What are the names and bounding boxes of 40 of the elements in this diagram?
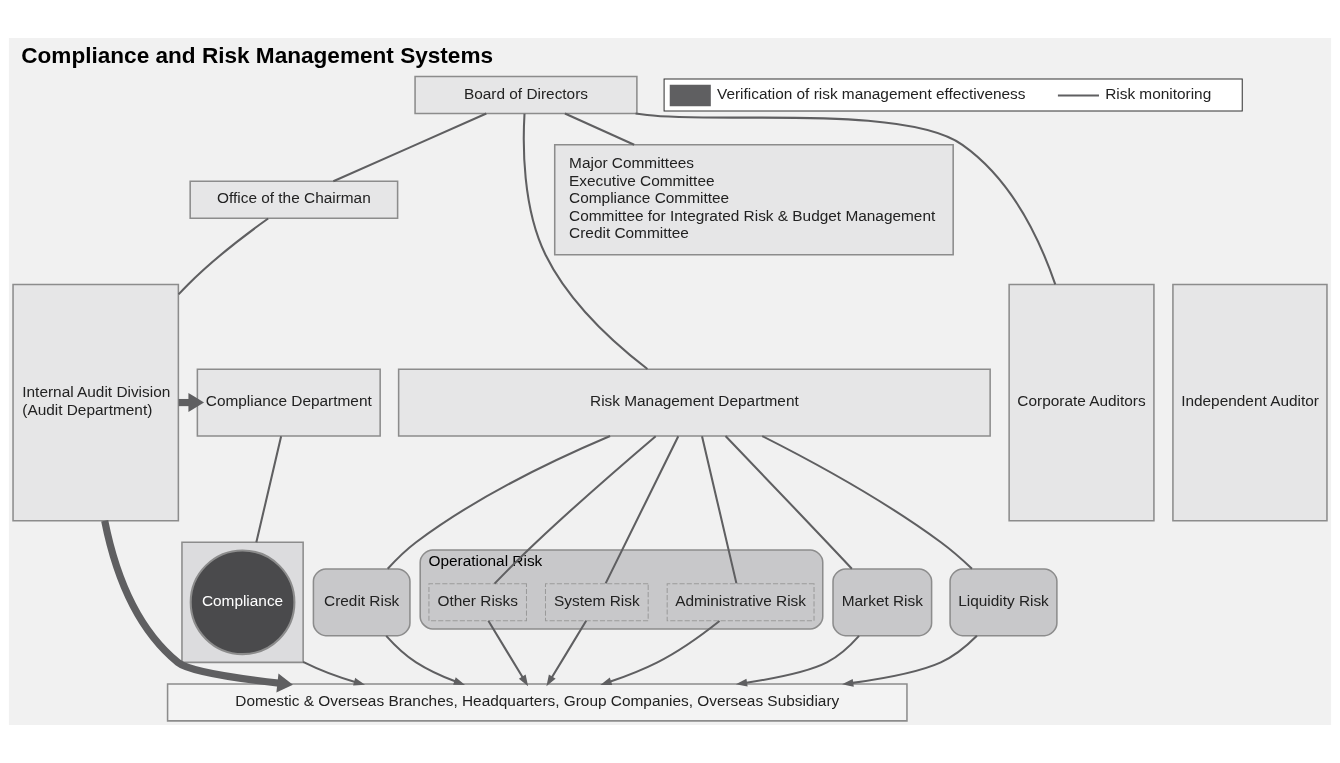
legend-label: Verification of risk management effectiveness xyxy=(716,85,1026,103)
connector xyxy=(635,112,1057,285)
node-box: Office of the Chairman xyxy=(189,180,399,219)
node-circle: Compliance xyxy=(189,549,296,656)
connector xyxy=(564,112,635,146)
cluster xyxy=(181,541,304,664)
connector xyxy=(701,436,738,584)
arrow xyxy=(842,635,978,687)
arrow xyxy=(735,635,860,687)
node-box: System Risk xyxy=(544,583,649,622)
connector xyxy=(332,112,487,183)
node-box: Market Risk xyxy=(832,568,933,637)
connector xyxy=(761,435,973,570)
connector xyxy=(386,435,611,570)
arrow xyxy=(101,519,293,693)
arrow xyxy=(302,660,366,686)
node-box: Board of Directors xyxy=(414,75,638,115)
node-box: Risk Management Department xyxy=(397,368,991,437)
node-box: Domestic & Overseas Branches, Headquarters, Group Companies, Overseas Subsidiary xyxy=(166,683,908,722)
node-box: Other Risks xyxy=(428,583,527,622)
arrow xyxy=(546,620,588,687)
node-box: Internal Audit Division (Audit Department) xyxy=(12,283,180,522)
node-box: Administrative Risk xyxy=(666,583,815,622)
node-box: Independent Auditor xyxy=(1172,283,1328,522)
node-box: Liquidity Risk xyxy=(949,568,1058,637)
node-box: Compliance Department xyxy=(196,368,381,437)
connector xyxy=(493,435,657,585)
arrow xyxy=(487,620,529,687)
connector xyxy=(604,435,680,584)
connector xyxy=(255,436,283,543)
node-box: Corporate Auditors xyxy=(1008,283,1155,522)
connector xyxy=(522,113,649,370)
arrow xyxy=(600,620,721,686)
node-box: Credit Risk xyxy=(312,568,411,637)
node-box: Major Committees Executive Committee Compliance Committee Committee for Integrated Risk & Budget Management Credit Committee xyxy=(553,144,954,256)
legend-label: Risk monitoring xyxy=(1105,85,1212,103)
connector xyxy=(724,435,853,570)
arrow xyxy=(385,635,466,685)
connector xyxy=(177,217,269,296)
diagram-title: Compliance and Risk Management Systems xyxy=(21,43,494,69)
